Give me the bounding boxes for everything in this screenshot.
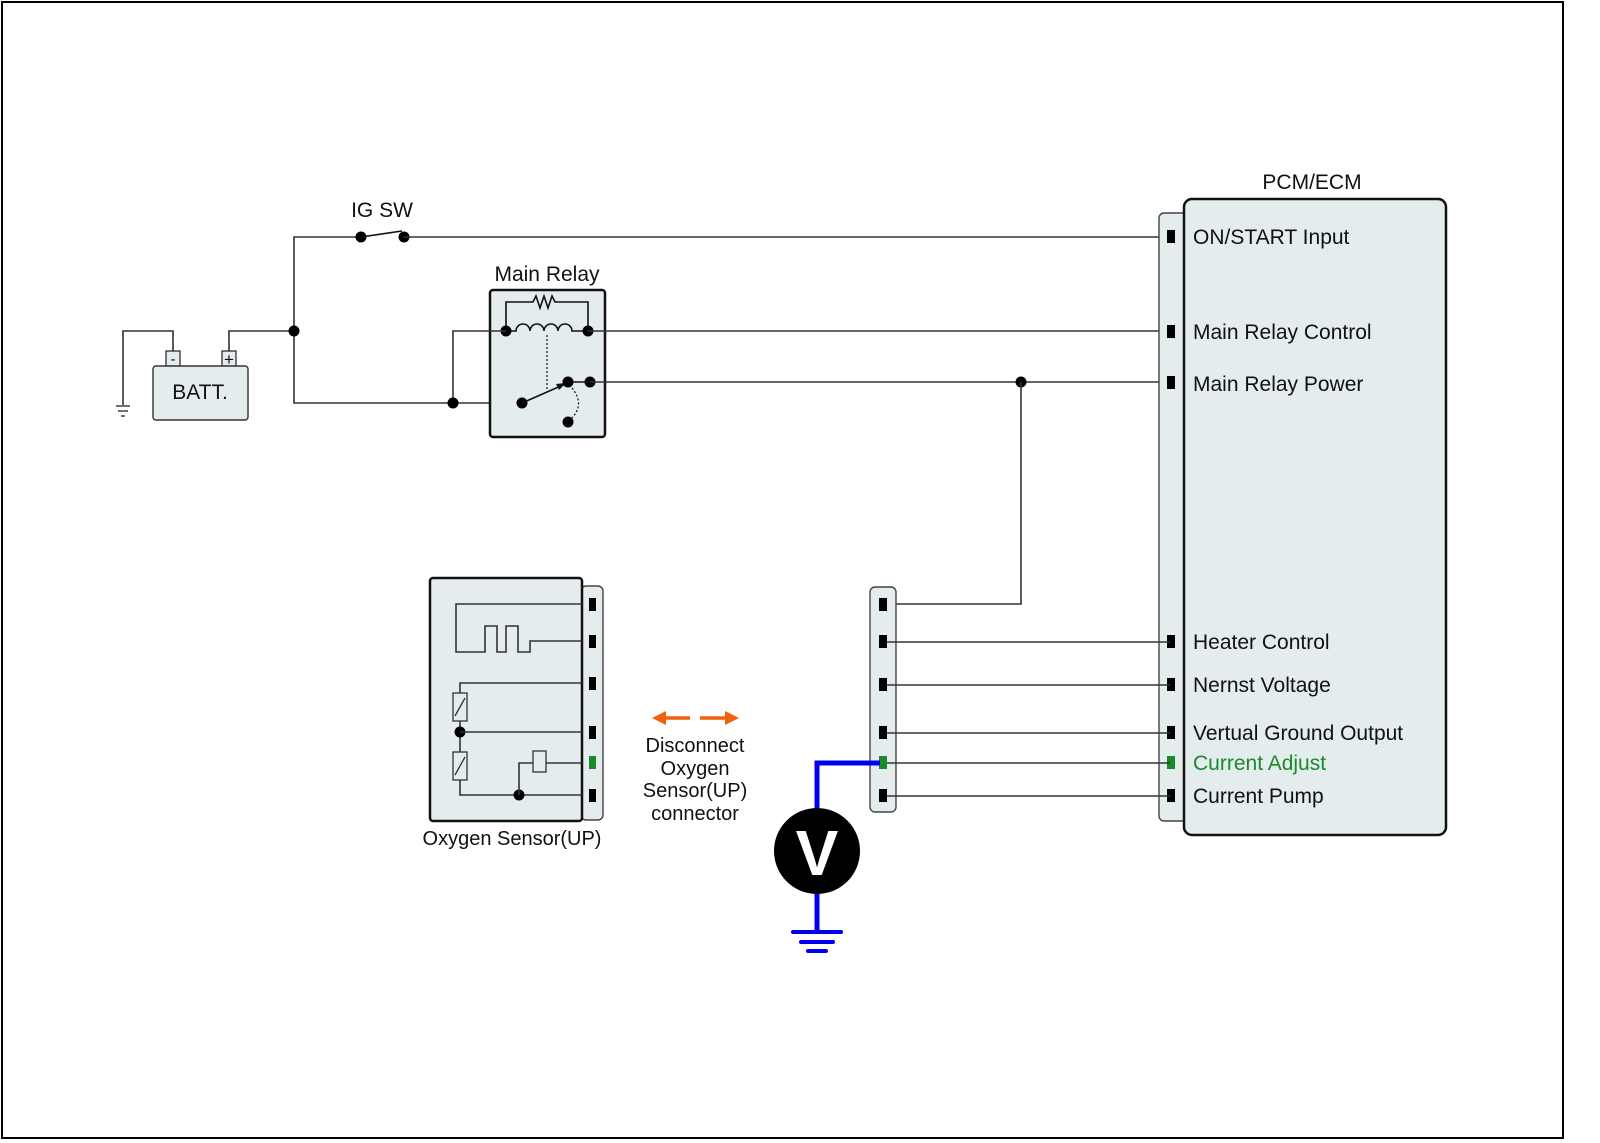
- pcm-pin-label: Current Adjust: [1193, 752, 1326, 775]
- cell-wire: [459, 780, 582, 796]
- pcm-pin-heater-control[interactable]: Heater Control: [1167, 631, 1330, 654]
- oxygen-sensor-connector[interactable]: [580, 585, 604, 821]
- voltmeter-icon: [774, 808, 860, 894]
- pcm-pin-label: Current Pump: [1193, 785, 1324, 808]
- probe-wire: [814, 760, 880, 810]
- pcm-pin-current-pump[interactable]: Current Pump: [1167, 785, 1324, 808]
- disconnect-arrows-icon: [652, 711, 739, 725]
- voltmeter-symbol: V: [796, 817, 839, 889]
- oxygen-sensor-label: Oxygen Sensor(UP): [423, 828, 602, 850]
- battery-ground-wire: [122, 330, 174, 405]
- pcm-pin-current-adjust[interactable]: Current Adjust: [1167, 752, 1326, 775]
- pcm-pin-nernst-voltage[interactable]: Nernst Voltage: [1167, 674, 1331, 697]
- pcm-pin-label: ON/START Input: [1193, 226, 1350, 249]
- pcm-pin-main-relay-control[interactable]: Main Relay Control: [1167, 321, 1372, 344]
- ig-switch-label: IG SW: [351, 199, 413, 222]
- disconnect-instruction: Disconnect Oxygen Sensor(UP) connector: [643, 735, 747, 825]
- cell-wire: [518, 762, 533, 795]
- battery-label: BATT.: [172, 381, 228, 404]
- ground-symbol-battery: [116, 405, 130, 417]
- battery-positive-label: +: [224, 350, 234, 369]
- battery-body: [152, 365, 249, 421]
- instruction-line: Sensor(UP): [643, 780, 747, 802]
- main-relay-label: Main Relay: [494, 263, 600, 286]
- relay-coil-icon: [506, 323, 588, 332]
- relay-resistor-icon: [505, 293, 589, 331]
- wire-relay-coil-feed: [452, 330, 506, 403]
- wire-heater-supply: [882, 382, 1022, 605]
- pcm-pin-main-relay-power[interactable]: Main Relay Power: [1167, 373, 1363, 396]
- battery-positive-wire: [228, 330, 294, 352]
- pcm-pin-label: Vertual Ground Output: [1193, 722, 1403, 745]
- trim-resistor-icon: [532, 750, 547, 773]
- heater-element-icon: [455, 603, 582, 653]
- pcm-pin-label: Nernst Voltage: [1193, 674, 1331, 697]
- instruction-line: Oxygen: [661, 758, 730, 780]
- pcm-pin-on-start-input[interactable]: ON/START Input: [1167, 226, 1350, 249]
- wire-to-ig-switch: [293, 236, 361, 331]
- pcm-pin-label: Main Relay Control: [1193, 321, 1372, 344]
- main-relay: Main Relay: [488, 263, 607, 439]
- sensor-pin-current-adjust: [589, 756, 596, 769]
- pcm-title: PCM/ECM: [1262, 171, 1361, 194]
- junction-dot: [288, 325, 300, 337]
- battery-negative-label: -: [171, 351, 176, 368]
- harness-pin-current-adjust[interactable]: [879, 756, 887, 769]
- pcm-pin-label: Main Relay Power: [1193, 373, 1363, 396]
- voltmeter[interactable]: V: [774, 760, 880, 953]
- wire-to-relay-switch: [293, 331, 522, 404]
- pcm-ecm: PCM/ECM ON/START Input Main Relay Contro…: [1158, 171, 1448, 837]
- instruction-line: connector: [651, 803, 739, 825]
- ignition-switch[interactable]: IG SW: [351, 199, 413, 243]
- pcm-pin-vertual-ground-output[interactable]: Vertual Ground Output: [1167, 722, 1403, 745]
- harness-connector[interactable]: [869, 586, 897, 813]
- pcm-body: [1182, 197, 1448, 837]
- junction-dot: [447, 397, 459, 409]
- cell-wire: [459, 682, 582, 693]
- oxygen-sensor: Oxygen Sensor(UP): [423, 576, 604, 850]
- instruction-line: Disconnect: [646, 735, 745, 757]
- ground-symbol-voltmeter: [791, 930, 843, 953]
- battery: - + BATT.: [116, 330, 294, 421]
- pcm-pin-label: Heater Control: [1193, 631, 1330, 654]
